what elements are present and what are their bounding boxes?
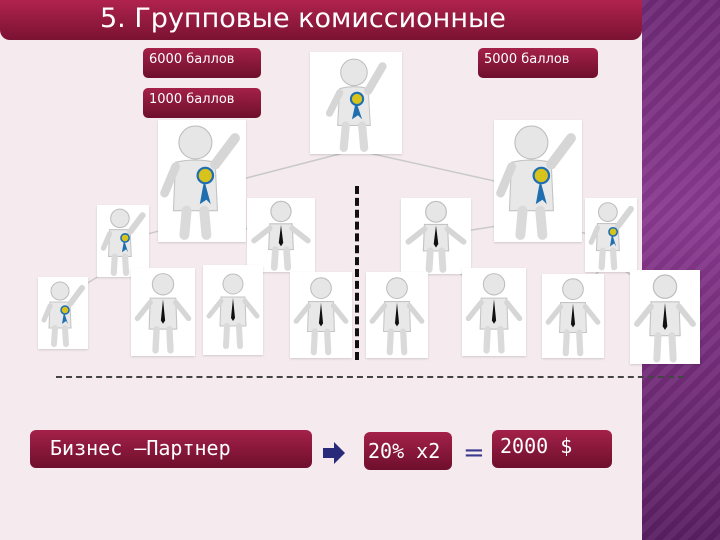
right-arrow-icon: [323, 442, 345, 464]
right-leader-figure: [494, 120, 582, 242]
title-bar: [0, 0, 642, 40]
partner-figure: [203, 265, 263, 355]
commission-multiplier-box: 20% х2: [364, 432, 452, 470]
result-box: 2000 $: [492, 430, 612, 468]
partner-figure: [131, 268, 195, 356]
partner-figure: [462, 268, 526, 356]
vertical-divider: [355, 186, 359, 360]
equals-sign: =: [463, 438, 485, 468]
left-leader-figure: [158, 120, 246, 242]
partner-figure: [542, 274, 604, 358]
page-title: 5. Групповые комиссионные: [100, 3, 506, 34]
partner-figure: [366, 272, 428, 358]
partner-figure: [401, 198, 471, 274]
points-label-1000: 1000 баллов: [143, 88, 261, 118]
points-label-6000: 6000 баллов: [143, 48, 261, 78]
partner-figure: [630, 270, 700, 364]
partner-figure: [247, 198, 315, 272]
partner-figure: [290, 272, 352, 358]
horizontal-divider: [56, 376, 684, 378]
medal-figure: [38, 277, 88, 349]
medal-figure: [585, 198, 637, 272]
medal-figure: [97, 205, 149, 277]
top-leader-figure: [310, 52, 402, 154]
business-partner-box: Бизнес –Партнер: [30, 430, 312, 468]
points-label-5000: 5000 баллов: [478, 48, 598, 78]
